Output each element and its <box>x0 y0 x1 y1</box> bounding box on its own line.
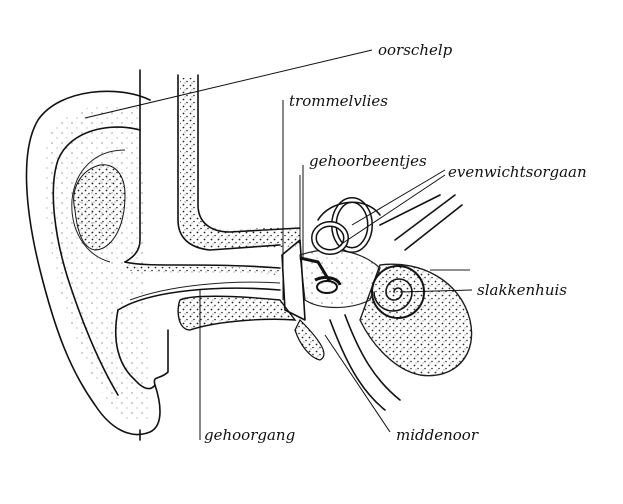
lower-bone <box>177 295 325 361</box>
label-oorschelp: oorschelp <box>378 41 453 59</box>
leader-evenwichtsorgaan-b <box>339 174 446 246</box>
leader-oorschelp <box>84 49 373 119</box>
label-slakkenhuis: slakkenhuis <box>477 281 567 299</box>
pinna <box>25 90 169 436</box>
leader-slakkenhuis <box>399 289 473 293</box>
ear-canal <box>117 261 281 441</box>
leader-middenoor <box>324 334 391 433</box>
eustachian-tube <box>329 314 401 411</box>
temporal-bone <box>359 194 473 377</box>
leader-lines <box>84 49 473 440</box>
label-trommelvlies: trommelvlies <box>289 92 388 110</box>
label-evenwichtsorgaan: evenwichtsorgaan <box>448 163 587 181</box>
head-outline <box>124 69 301 263</box>
leader-evenwichtsorgaan-a <box>351 169 446 226</box>
semicircular-canals <box>311 197 381 255</box>
labels: oorschelp trommelvlies gehoorbeentjes ev… <box>204 41 587 444</box>
label-middenoor: middenoor <box>396 426 479 444</box>
middle-ear <box>281 175 381 321</box>
label-gehoorbeentjes: gehoorbeentjes <box>309 152 427 170</box>
label-gehoorgang: gehoorgang <box>204 426 295 444</box>
